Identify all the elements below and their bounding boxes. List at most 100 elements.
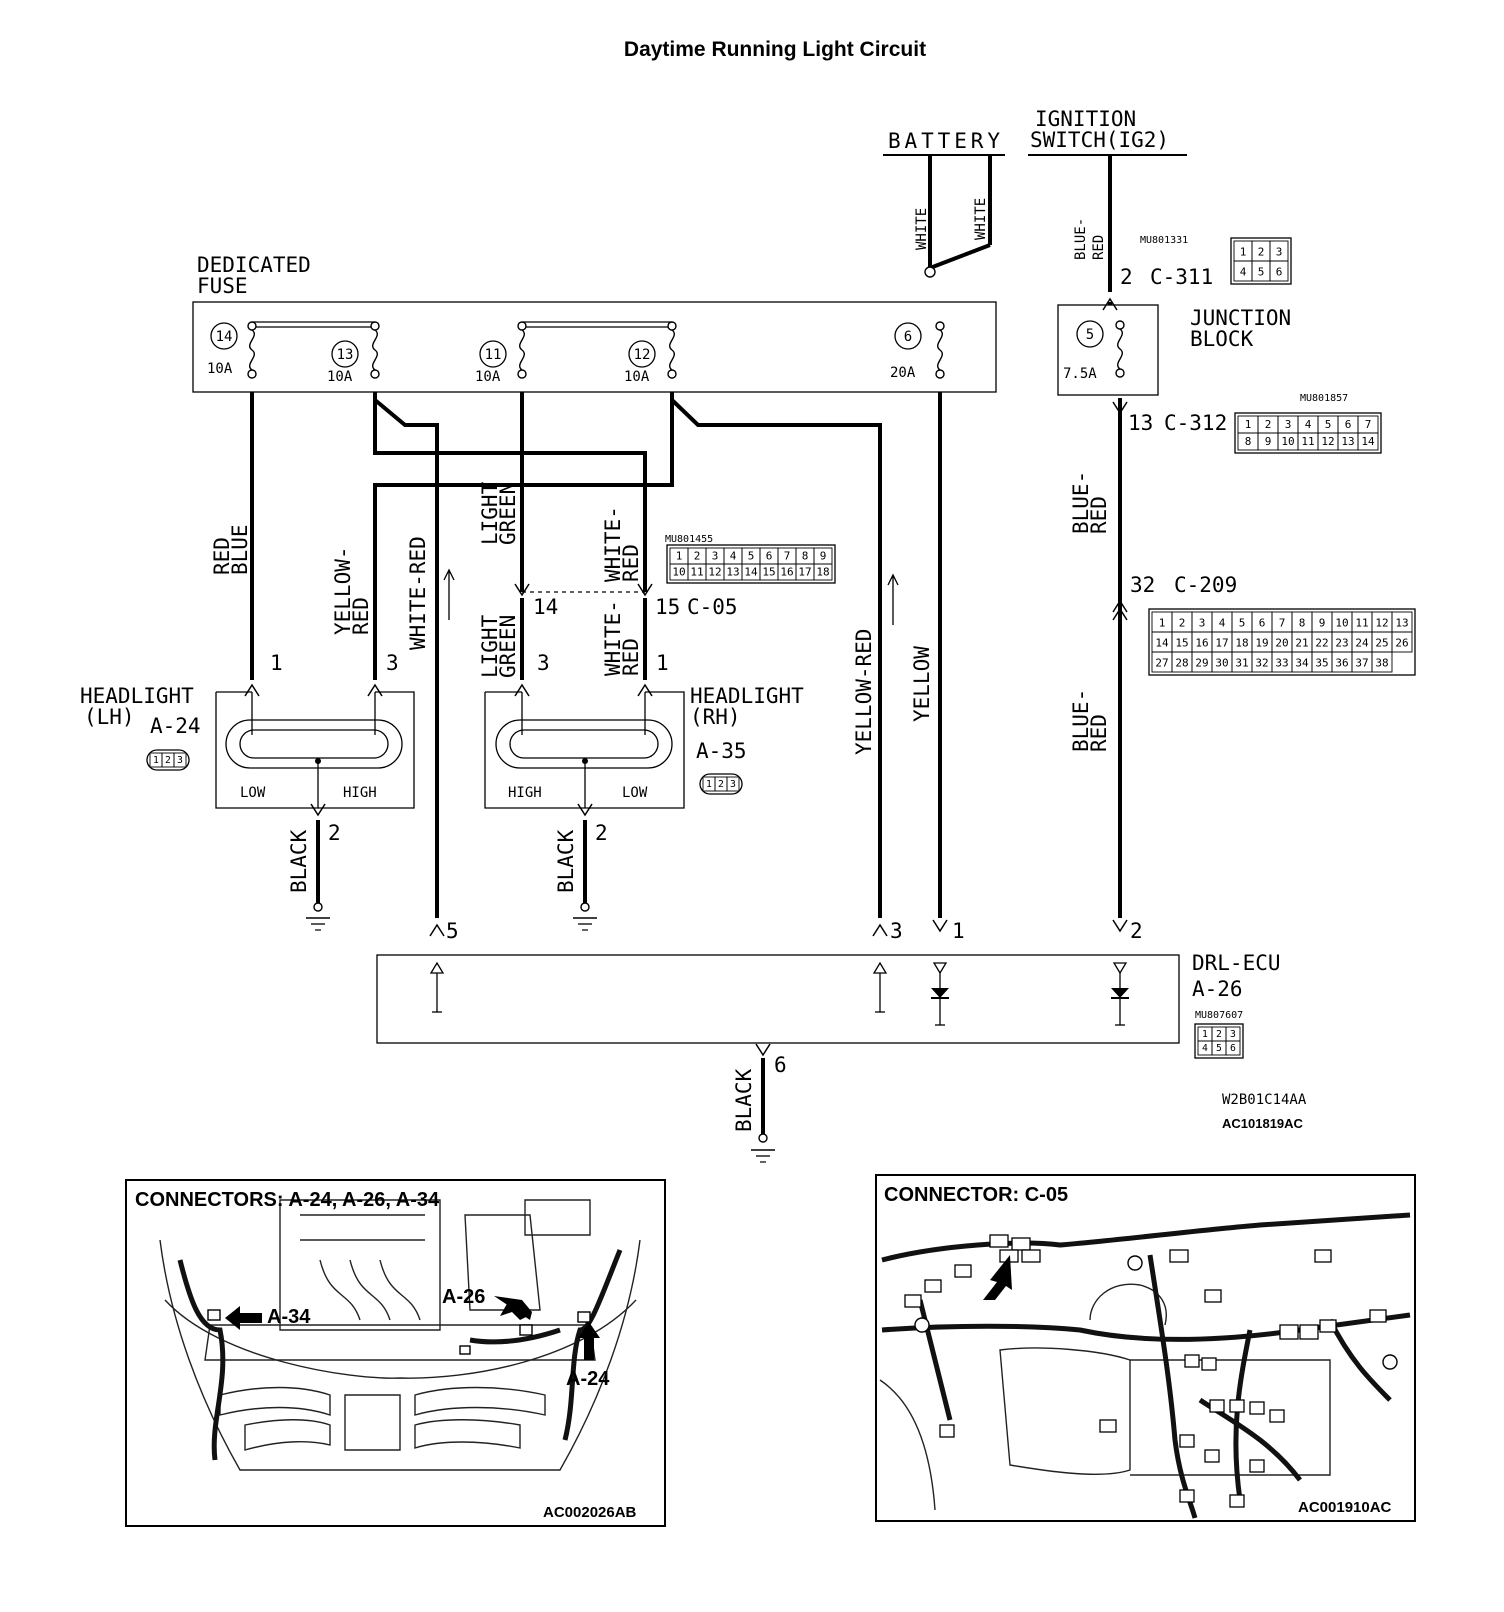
wire-light-green-lower-2: GREEN — [496, 615, 520, 678]
connectors-a24-a26-a34-panel: CONNECTORS: A-24, A-26, A-34 A-34 A-26 A… — [125, 1179, 666, 1527]
fuse-12-num: 12 — [634, 347, 651, 363]
c311-pin-label: 6 — [1276, 265, 1283, 278]
headlight-rh-label-2: (RH) — [690, 705, 741, 729]
c209-pin-label: 35 — [1315, 656, 1328, 669]
dashboard-harness-illustration — [879, 1212, 1411, 1519]
c209-pin-label: 1 — [1159, 616, 1166, 629]
c209-pin-label: 4 — [1219, 616, 1226, 629]
drl-ecu-pin-3: 3 — [890, 919, 903, 943]
fuse-13: 13 10A — [327, 340, 359, 385]
c312-name: C-312 — [1164, 411, 1227, 435]
dedicated-fuse-label-1: DEDICATED — [197, 253, 311, 277]
c209-pin-label: 25 — [1375, 636, 1388, 649]
c312-pin-label: 9 — [1265, 435, 1272, 448]
c209-pin-label: 7 — [1279, 616, 1286, 629]
c312-pin: 13 — [1128, 411, 1153, 435]
headlight-lh-pin-high: 3 — [386, 651, 399, 675]
drl-ecu-pin-6: 6 — [774, 1053, 787, 1077]
fuse-14-rating: 10A — [207, 361, 233, 377]
c312-pin-label: 2 — [1265, 418, 1272, 431]
a26-pin-label: 5 — [1216, 1043, 1222, 1054]
fuse-13-num: 13 — [337, 347, 354, 363]
c312-pin-label: 11 — [1301, 435, 1314, 448]
headlight-rh-low: LOW — [622, 785, 648, 801]
ignition-label-1: IGNITION — [1035, 107, 1136, 131]
c209-pin-label: 26 — [1395, 636, 1408, 649]
c209-pin-label: 14 — [1155, 636, 1169, 649]
a24-outline — [146, 749, 190, 771]
c209-pin-label: 9 — [1319, 616, 1326, 629]
c312-cell — [1357, 432, 1379, 451]
engine-bay-illustration — [159, 1199, 641, 1471]
wire-blue-red-mid-1: BLUE- — [1069, 471, 1093, 534]
c312-pin-label: 7 — [1365, 418, 1372, 431]
c209-pin-label: 33 — [1275, 656, 1288, 669]
c05-pin-label: 14 — [744, 566, 758, 579]
a35-pin-label: 3 — [730, 779, 736, 790]
c311-pin-label: 4 — [1240, 265, 1247, 278]
fuse-11-num: 11 — [485, 347, 502, 363]
panel-right-title: CONNECTOR: C-05 — [884, 1184, 1068, 1206]
c312-pin-label: 13 — [1341, 435, 1354, 448]
c312-pin-label: 4 — [1305, 418, 1312, 431]
c209-pin: 32 — [1130, 573, 1155, 597]
c05-pin-label: 16 — [780, 566, 793, 579]
c05-pin-label: 18 — [816, 566, 829, 579]
drl-ecu-part: MU807607 — [1195, 1010, 1243, 1021]
c311-pin-label: 5 — [1258, 265, 1265, 278]
c312-pin-label: 3 — [1285, 418, 1292, 431]
fuse-14: 14 10A — [207, 322, 238, 377]
c209-pin-label: 38 — [1375, 656, 1388, 669]
c311-cell — [1269, 260, 1289, 282]
wire-yellow-red-lh-2: RED — [349, 597, 373, 635]
wire-white-red: WHITE-RED — [406, 536, 430, 650]
wire-white-red-lower-1: WHITE- — [601, 600, 625, 676]
diagram-id: W2B01C14AA — [1222, 1092, 1307, 1108]
a26-cell — [1225, 1040, 1241, 1056]
headlight-lh-connector: A-24 — [150, 714, 201, 738]
a35-pin-label: 1 — [706, 779, 712, 790]
fuse-to-headlight-wires — [250, 392, 1122, 918]
c05-pin-label: 5 — [748, 550, 755, 563]
c05-pin-label: 1 — [676, 550, 683, 563]
headlight-rh-pin-low: 1 — [656, 651, 669, 675]
a26-pin-label: 3 — [1230, 1029, 1236, 1040]
c209-pin-label: 31 — [1235, 656, 1248, 669]
headlight-lh-black: BLACK — [287, 829, 311, 893]
wire-light-green-upper-2: GREEN — [496, 482, 520, 545]
c209-pin-label: 3 — [1199, 616, 1206, 629]
c209-pin-label: 21 — [1295, 636, 1308, 649]
headlight-lh-pin-low: 1 — [270, 651, 283, 675]
a24-pin-label: 3 — [177, 755, 183, 766]
fuse-11: 11 10A — [475, 340, 507, 385]
headlight-rh-label-1: HEADLIGHT — [690, 684, 804, 708]
c209-pin-label: 32 — [1255, 656, 1268, 669]
a35-pin-label: 2 — [718, 779, 724, 790]
c05-pin-label: 15 — [762, 566, 775, 579]
c209-pin-label: 36 — [1335, 656, 1348, 669]
wire-red-blue-1: RED — [210, 537, 234, 575]
headlight-lh-low: LOW — [240, 785, 266, 801]
c05-pin-label: 3 — [712, 550, 719, 563]
panel-right-code: AC001910AC — [1298, 1499, 1392, 1516]
c209-pin-label: 30 — [1215, 656, 1228, 669]
c312-pin-label: 6 — [1345, 418, 1352, 431]
headlight-lh-label-2: (LH) — [84, 705, 135, 729]
headlight-lh-label-1: HEADLIGHT — [80, 684, 194, 708]
a26-pin-label: 2 — [1216, 1029, 1222, 1040]
wire-blue-red-low-2: RED — [1087, 714, 1111, 752]
wire-red-blue-2: BLUE — [228, 524, 252, 575]
dedicated-fuse-block: DEDICATED FUSE 14 10A 13 10A 11 10A — [192, 253, 997, 393]
c05-part: MU801455 — [665, 534, 713, 545]
c312-pin-label: 8 — [1245, 435, 1252, 448]
